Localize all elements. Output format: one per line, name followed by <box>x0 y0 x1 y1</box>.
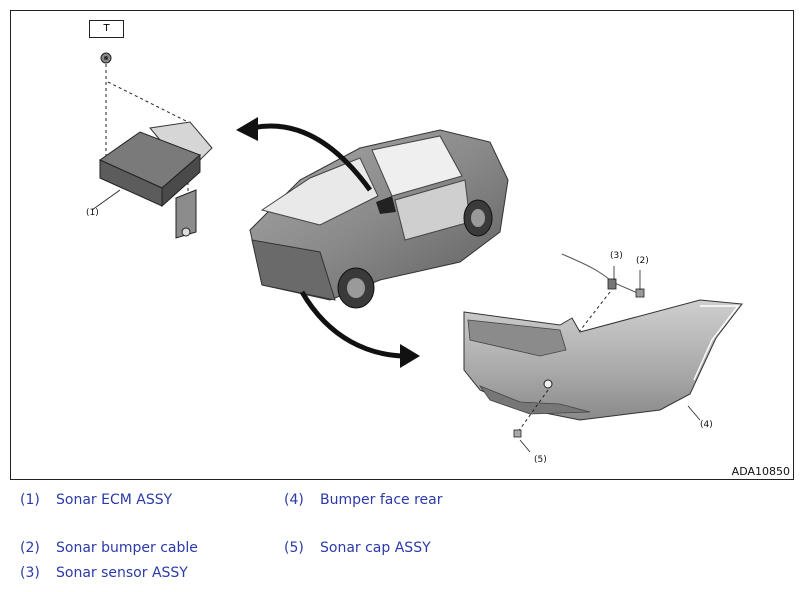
legend-number: (5) <box>284 540 304 556</box>
legend-label: Sonar ECM ASSY <box>56 492 173 508</box>
legend-number: (1) <box>20 492 40 508</box>
legend-label: Sonar sensor ASSY <box>56 565 188 581</box>
legend-number: (4) <box>284 492 304 508</box>
bumper-face-rear <box>463 299 743 453</box>
legend-label: Sonar cap ASSY <box>320 540 431 556</box>
arrow-to-bumper <box>299 290 420 368</box>
legend-item-2: (2) Sonar bumper cable <box>20 540 198 556</box>
legend-item-5: (5) Sonar cap ASSY <box>284 540 431 556</box>
callout-5: (5) <box>534 455 547 465</box>
callout-2: (2) <box>636 256 649 266</box>
callout-4: (4) <box>700 420 713 430</box>
arrow-to-ecm <box>236 117 373 192</box>
legend-item-4: (4) Bumper face rear <box>284 492 443 508</box>
legend-number: (3) <box>20 565 40 581</box>
legend-item-1: (1) Sonar ECM ASSY <box>20 492 172 508</box>
figure-id: ADA10850 <box>731 465 790 478</box>
torque-tag: T <box>89 20 124 38</box>
legend-item-3: (3) Sonar sensor ASSY <box>20 565 188 581</box>
legend-number: (2) <box>20 540 40 556</box>
legend-label: Bumper face rear <box>320 492 443 508</box>
vehicle-illustration <box>249 129 509 309</box>
callout-3: (3) <box>610 251 623 261</box>
sonar-ecm-assy <box>91 52 213 239</box>
legend-label: Sonar bumper cable <box>56 540 198 556</box>
callout-1: (1) <box>86 208 99 218</box>
